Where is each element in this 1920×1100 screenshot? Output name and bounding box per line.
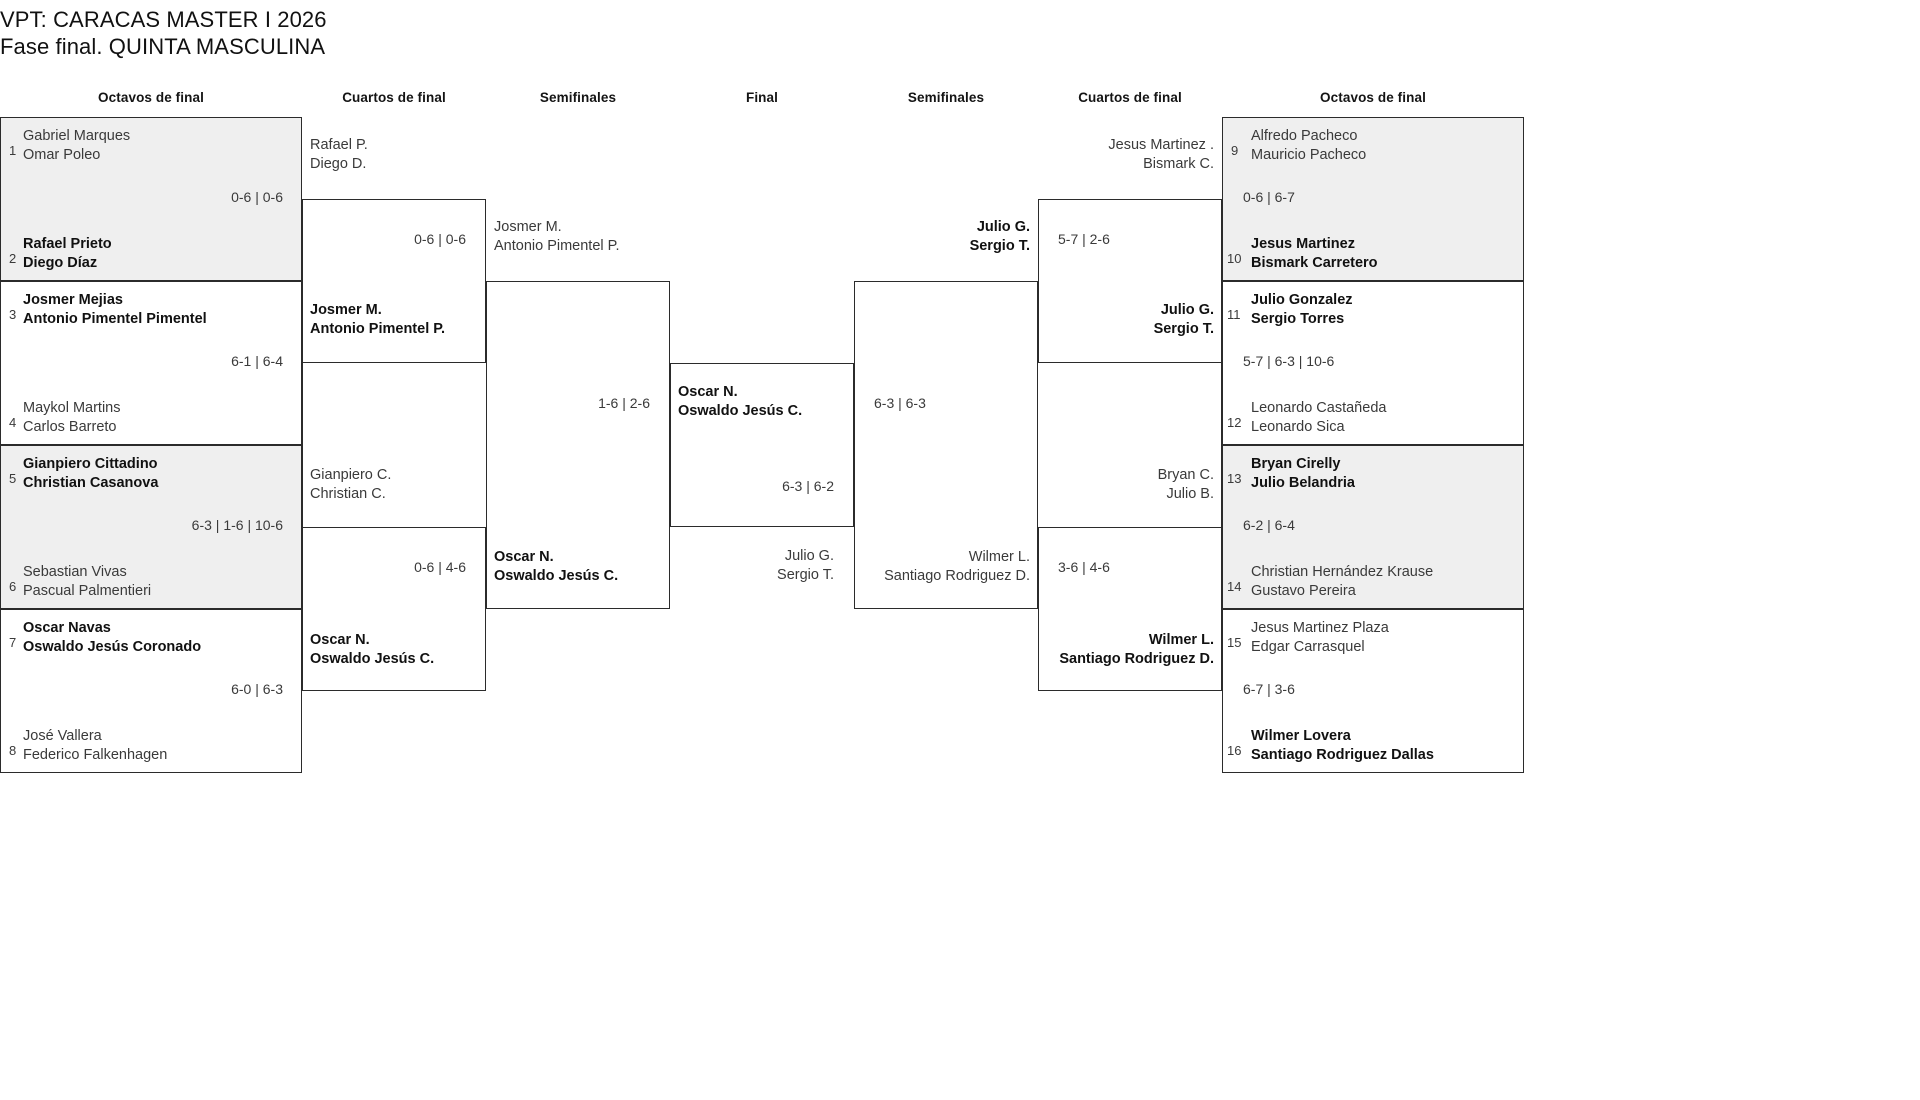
tournament-name: VPT: CARACAS MASTER I 2026 — [0, 7, 327, 32]
seed-number: 3 — [9, 307, 17, 322]
match-box-left-semis-1[interactable] — [486, 281, 670, 609]
seed-number: 6 — [9, 579, 17, 594]
team-name: Oscar Navas Oswaldo Jesús Coronado — [23, 620, 202, 655]
seed-number: 11 — [1227, 307, 1241, 322]
match-score: 6-0 | 6-3 — [231, 681, 283, 697]
match-box-left-octavos-3[interactable]: 5 Gianpiero Cittadino Christian Casanova… — [0, 445, 302, 609]
match-score: 3-6 | 4-6 — [1058, 559, 1110, 575]
team-name: Wilmer L. Santiago Rodriguez D. — [884, 549, 1030, 584]
seed-number: 9 — [1231, 143, 1239, 158]
team-name: Wilmer Lovera Santiago Rodriguez Dallas — [1251, 728, 1434, 763]
seed-number: 8 — [9, 743, 17, 758]
team-name: Julio G. Sergio T. — [777, 548, 834, 583]
seed-number: 4 — [9, 415, 17, 430]
match-box-right-cuartos-1[interactable] — [1038, 199, 1222, 363]
match-score: 5-7 | 2-6 — [1058, 231, 1110, 247]
match-box-right-octavos-2[interactable]: 11 Julio Gonzalez Sergio Torres 5-7 | 6-… — [1222, 281, 1524, 445]
team-name: Josmer M. Antonio Pimentel P. — [494, 219, 620, 254]
round-header-right-cuartos: Cuartos de final — [1078, 90, 1182, 105]
match-score: 1-6 | 2-6 — [598, 395, 650, 411]
seed-number: 5 — [9, 471, 17, 486]
round-header-right-semis: Semifinales — [907, 90, 985, 105]
page-title: VPT: CARACAS MASTER I 2026 Fase final. Q… — [0, 6, 327, 60]
match-score: 6-3 | 6-3 — [874, 395, 926, 411]
seed-number: 10 — [1227, 251, 1242, 266]
team-name: Bryan C. Julio B. — [1157, 467, 1214, 502]
team-name: Josmer M. Antonio Pimentel P. — [310, 302, 446, 337]
match-score: 0-6 | 0-6 — [414, 231, 466, 247]
team-name: Gianpiero Cittadino Christian Casanova — [23, 456, 159, 491]
team-name: Julio G. Sergio T. — [1153, 302, 1214, 337]
round-header-final: Final — [745, 90, 778, 105]
match-box-left-octavos-2[interactable]: 3 Josmer Mejias Antonio Pimentel Pimente… — [0, 281, 302, 445]
seed-number: 16 — [1227, 743, 1242, 758]
team-name: Gabriel Marques Omar Poleo — [23, 128, 131, 163]
team-name: Maykol Martins Carlos Barreto — [23, 400, 121, 435]
match-box-left-cuartos-2[interactable] — [302, 527, 486, 691]
match-box-right-octavos-1[interactable]: 9 Alfredo Pacheco Mauricio Pacheco 0-6 |… — [1222, 117, 1524, 281]
team-name: Alfredo Pacheco Mauricio Pacheco — [1251, 128, 1367, 163]
bracket-connector — [302, 363, 303, 527]
round-header-left-cuartos: Cuartos de final — [342, 90, 446, 105]
team-name: Rafael Prieto Diego Díaz — [23, 236, 112, 271]
team-name: José Vallera Federico Falkenhagen — [23, 728, 168, 763]
match-score: 0-6 | 6-7 — [1243, 189, 1295, 205]
match-score: 6-2 | 6-4 — [1243, 517, 1295, 533]
team-name: Oscar N. Oswaldo Jesús C. — [678, 384, 803, 419]
team-name: Rafael P. Diego D. — [310, 137, 368, 172]
match-score: 5-7 | 6-3 | 10-6 — [1243, 353, 1335, 369]
round-header-right-octavos: Octavos de final — [1320, 90, 1426, 105]
team-name: Oscar N. Oswaldo Jesús C. — [310, 632, 435, 667]
round-header-left-semis: Semifinales — [539, 90, 617, 105]
match-score: 0-6 | 0-6 — [231, 189, 283, 205]
match-score: 0-6 | 4-6 — [414, 559, 466, 575]
team-name: Oscar N. Oswaldo Jesús C. — [494, 549, 619, 584]
team-name: Jesus Martinez . Bismark C. — [1108, 137, 1214, 172]
match-box-left-octavos-1[interactable]: 1 Gabriel Marques Omar Poleo 0-6 | 0-6 2… — [0, 117, 302, 281]
tournament-phase: Fase final. QUINTA MASCULINA — [0, 34, 326, 59]
round-header-left-octavos: Octavos de final — [98, 90, 204, 105]
bracket-connector — [1221, 363, 1222, 527]
team-name: Josmer Mejias Antonio Pimentel Pimentel — [23, 292, 207, 327]
match-box-left-cuartos-1[interactable] — [302, 199, 486, 363]
match-score: 6-1 | 6-4 — [231, 353, 283, 369]
team-name: Julio G. Sergio T. — [969, 219, 1030, 254]
seed-number: 2 — [9, 251, 17, 266]
team-name: Wilmer L. Santiago Rodriguez D. — [1059, 632, 1214, 667]
match-box-right-semis-1[interactable] — [854, 281, 1038, 609]
match-score: 6-3 | 1-6 | 10-6 — [191, 517, 283, 533]
match-box-right-octavos-3[interactable]: 13 Bryan Cirelly Julio Belandria 6-2 | 6… — [1222, 445, 1524, 609]
seed-number: 1 — [9, 143, 17, 158]
team-name: Christian Hernández Krause Gustavo Perei… — [1251, 564, 1434, 599]
match-score: 6-7 | 3-6 — [1243, 681, 1295, 697]
seed-number: 7 — [9, 635, 17, 650]
team-name: Jesus Martinez Bismark Carretero — [1251, 236, 1378, 271]
team-name: Julio Gonzalez Sergio Torres — [1251, 292, 1353, 327]
team-name: Sebastian Vivas Pascual Palmentieri — [23, 564, 152, 599]
team-name: Gianpiero C. Christian C. — [310, 467, 392, 502]
seed-number: 13 — [1227, 471, 1242, 486]
seed-number: 14 — [1227, 579, 1242, 594]
match-box-right-cuartos-2[interactable] — [1038, 527, 1222, 691]
match-box-final[interactable] — [670, 363, 854, 527]
team-name: Leonardo Castañeda Leonardo Sica — [1251, 400, 1387, 435]
match-box-right-octavos-4[interactable]: 15 Jesus Martinez Plaza Edgar Carrasquel… — [1222, 609, 1524, 773]
seed-number: 15 — [1227, 635, 1242, 650]
team-name: Bryan Cirelly Julio Belandria — [1251, 456, 1355, 491]
team-name: Jesus Martinez Plaza Edgar Carrasquel — [1251, 620, 1389, 655]
match-box-left-octavos-4[interactable]: 7 Oscar Navas Oswaldo Jesús Coronado 6-0… — [0, 609, 302, 773]
seed-number: 12 — [1227, 415, 1242, 430]
match-score: 6-3 | 6-2 — [782, 478, 834, 494]
